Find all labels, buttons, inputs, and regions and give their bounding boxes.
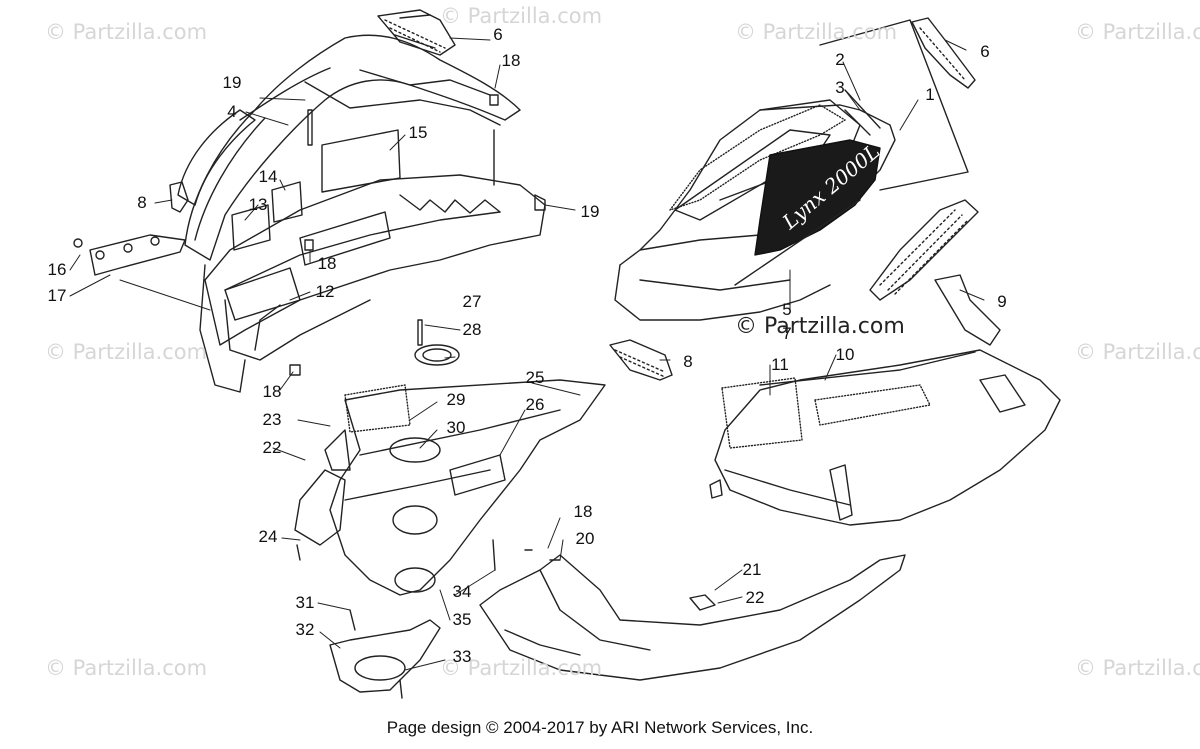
callout-3: 3 <box>835 78 845 97</box>
watermark-text: © Partzilla.com <box>1075 20 1200 44</box>
side-panel-part <box>177 109 256 206</box>
callout-17: 17 <box>47 286 67 305</box>
callout-12: 12 <box>315 282 335 301</box>
callout-25: 25 <box>525 368 545 387</box>
watermark-text: © Partzilla.com <box>440 656 603 680</box>
lower-skid-part <box>479 554 906 681</box>
callout-27: 27 <box>462 292 482 311</box>
decal-eleven-part <box>721 377 803 449</box>
callout-34: 34 <box>452 582 472 601</box>
decal-strip-part <box>669 104 846 211</box>
left-small-vent-part <box>169 181 189 213</box>
leader-lines <box>69 37 985 671</box>
trim-strip-part <box>73 234 186 276</box>
callout-22-a: 22 <box>262 438 282 457</box>
callout-20: 20 <box>575 529 595 548</box>
callout-8-left: 8 <box>137 193 147 212</box>
large-vent-part <box>734 199 979 301</box>
callout-2: 2 <box>835 50 845 69</box>
group-bracket <box>819 19 969 191</box>
small-fastener-parts <box>296 539 561 699</box>
callout-18-a: 18 <box>501 51 521 70</box>
watermark-center: © Partzilla.com <box>735 314 905 339</box>
callout-8-right: 8 <box>683 352 693 371</box>
watermark-text: © Partzilla.com <box>45 20 208 44</box>
upper-vent-part <box>377 9 456 56</box>
callout-11: 11 <box>771 355 789 374</box>
rivet-part <box>417 319 423 346</box>
side-panel-assembly-part <box>614 99 896 321</box>
callout-32: 32 <box>295 620 315 639</box>
callout-6-left: 6 <box>493 25 503 44</box>
lower-side-panel-part <box>709 274 1061 526</box>
callout-6-right: 6 <box>980 42 990 61</box>
callout-31: 31 <box>295 593 315 612</box>
watermark-text: © Partzilla.com <box>1075 656 1200 680</box>
callout-26: 26 <box>525 395 545 414</box>
callout-33: 33 <box>452 647 472 666</box>
callout-1: 1 <box>925 85 935 104</box>
callout-23: 23 <box>262 410 282 429</box>
callout-28: 28 <box>462 320 482 339</box>
watermark-text: © Partzilla.com <box>45 656 208 680</box>
watermark-text: © Partzilla.com <box>440 4 603 28</box>
inner-hood-part <box>204 129 546 361</box>
callout-14: 14 <box>258 167 278 186</box>
callout-18-c: 18 <box>262 382 282 401</box>
footer-copyright: Page design © 2004-2017 by ARI Network S… <box>386 718 814 737</box>
callout-10: 10 <box>835 345 855 364</box>
callout-7: 7 <box>782 324 792 343</box>
callout-19-b: 19 <box>580 202 600 221</box>
callout-21: 21 <box>742 560 762 579</box>
callout-4: 4 <box>227 102 237 121</box>
logo-decal-part <box>754 139 881 256</box>
callout-30: 30 <box>446 418 466 437</box>
callout-24: 24 <box>258 527 278 546</box>
watermark-text: © Partzilla.com <box>45 340 208 364</box>
watermark-text: © Partzilla.com <box>735 20 898 44</box>
callout-9: 9 <box>997 292 1007 311</box>
belly-pan-part <box>294 379 606 596</box>
callout-19-a: 19 <box>222 73 242 92</box>
callout-29: 29 <box>446 390 466 409</box>
fastener-parts <box>289 94 546 376</box>
callout-35: 35 <box>452 610 472 629</box>
lower-belly-pan-part <box>329 619 441 693</box>
callout-18-b: 18 <box>317 254 337 273</box>
grommet-part <box>414 344 460 366</box>
callout-5: 5 <box>782 300 792 319</box>
grommet-inner-part <box>422 348 452 362</box>
vent-six-right-part <box>911 17 976 89</box>
upper-hood-part <box>184 34 521 393</box>
callout-16: 16 <box>47 260 67 279</box>
callout-13: 13 <box>248 195 268 214</box>
callout-15: 15 <box>408 123 428 142</box>
callout-18-d: 18 <box>573 502 593 521</box>
right-small-vent-part <box>609 339 673 381</box>
callout-22-b: 22 <box>745 588 765 607</box>
watermark-text: © Partzilla.com <box>1075 340 1200 364</box>
